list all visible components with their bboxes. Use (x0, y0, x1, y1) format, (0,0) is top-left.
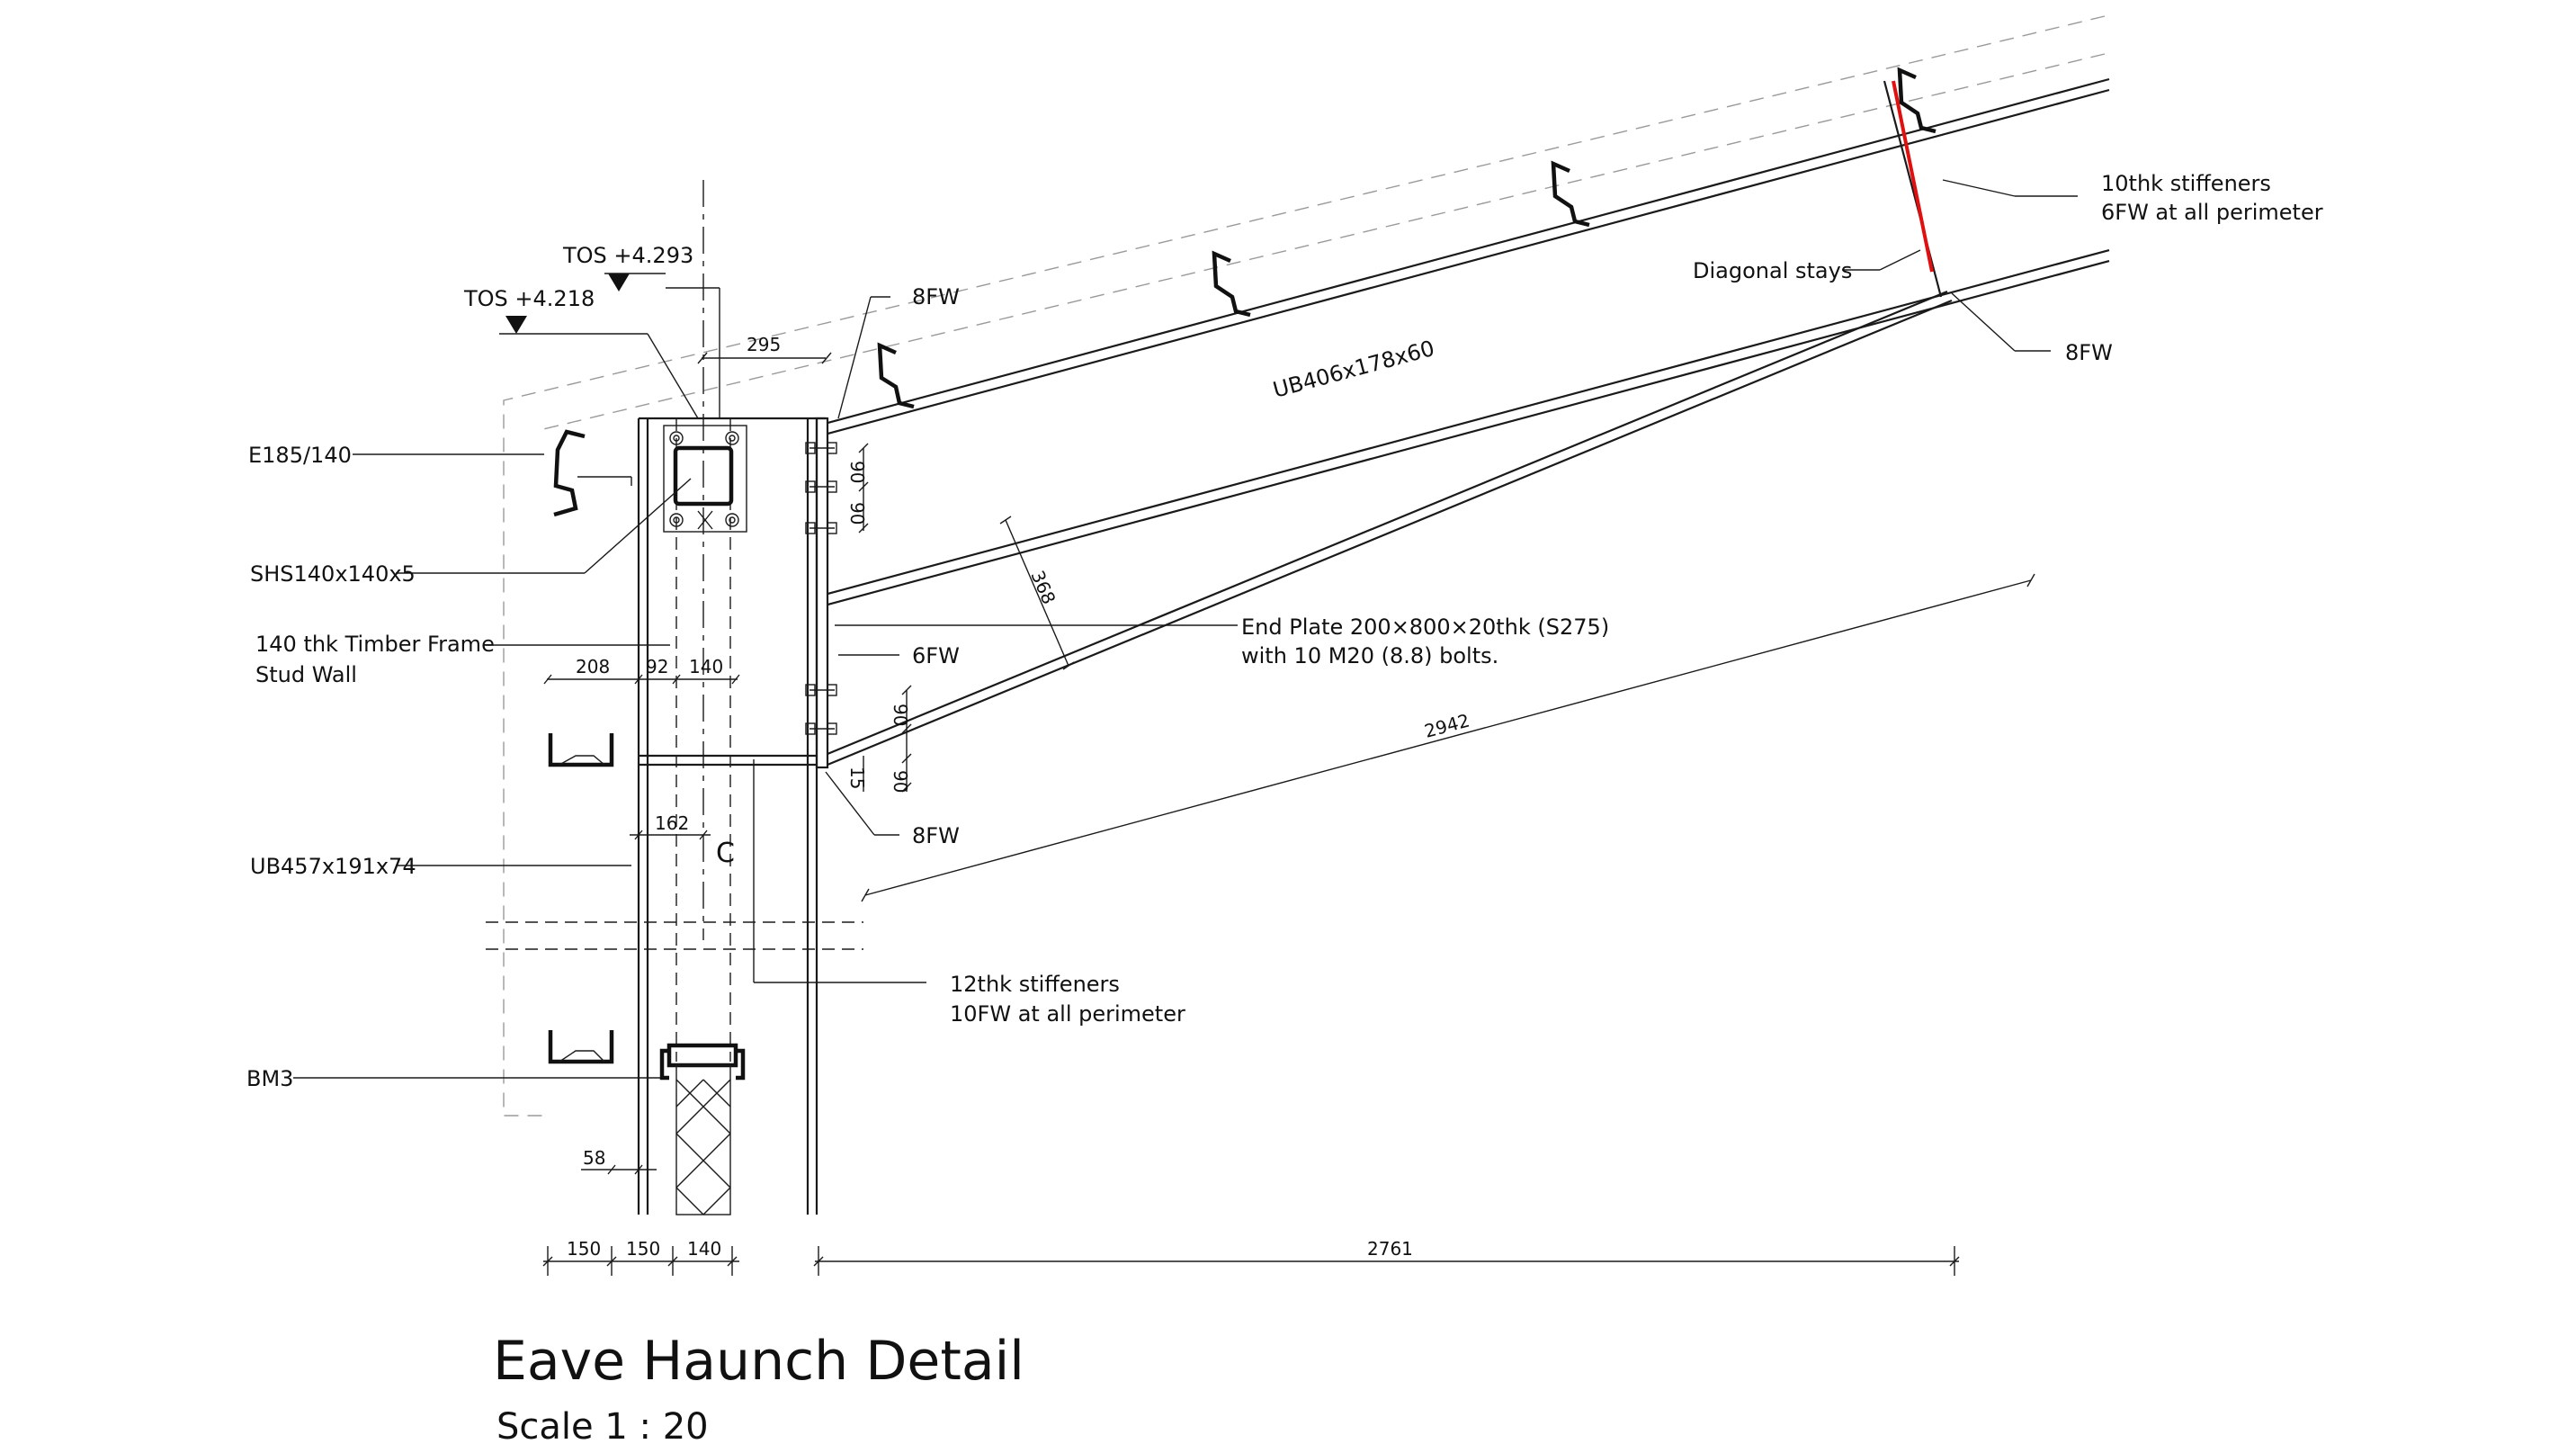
dim-162: 162 (655, 812, 689, 834)
rafter-stiffener (1883, 80, 1943, 298)
purlins (877, 67, 1936, 409)
dim-90c: 90 (890, 704, 911, 726)
dim-2942: 2942 (1422, 709, 1471, 741)
roof-cladding-outline (503, 15, 2106, 1117)
dim-368: 368 (1026, 568, 1060, 608)
label-column: UB457x191x74 (250, 854, 416, 879)
dim-90b: 90 (846, 502, 868, 525)
dim-90d: 90 (890, 770, 911, 793)
label-endplate-2: with 10 M20 (8.8) bolts. (1241, 643, 1498, 668)
bolts (805, 442, 837, 735)
label-stiff12-1: 12thk stiffeners (950, 972, 1120, 997)
tos-markers (499, 273, 720, 419)
label-stiff10-2: 6FW at all perimeter (2101, 200, 2323, 225)
dim-140b: 140 (687, 1238, 721, 1260)
label-tos-upper: TOS +4.293 (562, 243, 693, 268)
haunch (827, 290, 1953, 767)
eaves-purlin (553, 429, 586, 517)
timber-head (659, 1043, 746, 1215)
dim-150b: 150 (626, 1238, 660, 1260)
label-stiff10-1: 10thk stiffeners (2101, 171, 2271, 196)
dim-58: 58 (583, 1147, 605, 1169)
label-fw8-right: 8FW (2065, 340, 2113, 365)
dim-140a: 140 (689, 656, 723, 677)
label-timber-wall-2: Stud Wall (255, 662, 357, 687)
label-timber-wall-1: 140 thk Timber Frame (255, 632, 495, 657)
wall-rail-upper (548, 733, 614, 767)
label-fw8-bottom: 8FW (912, 823, 960, 848)
label-bm3: BM3 (246, 1066, 293, 1091)
label-diagonal-stays: Diagonal stays (1693, 258, 1852, 283)
diagonal-stay (1892, 80, 1934, 273)
label-fw8-top: 8FW (912, 284, 960, 309)
label-stiff12-2: 10FW at all perimeter (950, 1001, 1185, 1027)
dim-150a: 150 (567, 1238, 601, 1260)
dim-208: 208 (576, 656, 610, 677)
label-fw6: 6FW (912, 643, 960, 668)
dim-90a: 90 (846, 461, 868, 483)
label-tos-lower: TOS +4.218 (463, 286, 595, 311)
drawing-title: Eave Haunch Detail (493, 1330, 1024, 1393)
label-centreline: C (716, 838, 735, 869)
leaders (293, 179, 2078, 1079)
rafter-ub406 (827, 77, 2110, 606)
dim-2761: 2761 (1367, 1238, 1413, 1260)
drawing-scale: Scale 1 : 20 (496, 1406, 709, 1448)
dim-15: 15 (846, 767, 868, 789)
wall-rail-lower (548, 1030, 614, 1064)
label-purlin: E185/140 (248, 443, 352, 468)
dim-295: 295 (747, 334, 781, 355)
dim-92: 92 (646, 656, 668, 677)
shs-140x140x5 (663, 425, 747, 533)
label-endplate-1: End Plate 200×800×20thk (S275) (1241, 614, 1609, 640)
dimension-lines (542, 352, 2035, 1276)
label-rafter: UB406x178x60 (1270, 336, 1437, 403)
label-shs: SHS140x140x5 (250, 561, 416, 587)
